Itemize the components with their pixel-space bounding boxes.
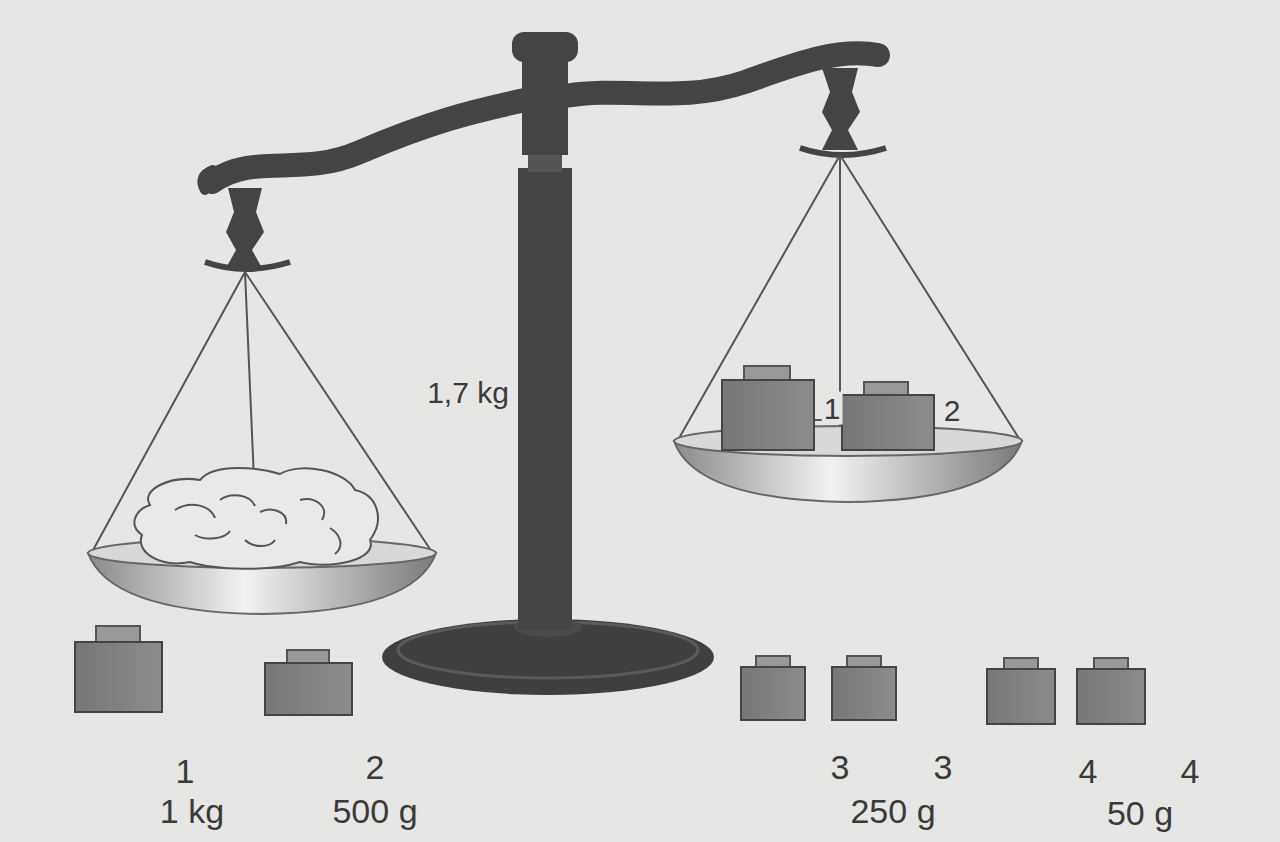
callout-number: 3	[932, 749, 955, 786]
scale-reading: 1,7 kg	[425, 376, 511, 409]
weight-label: 50 g	[1105, 795, 1175, 832]
callout-number: 1	[174, 753, 197, 790]
callout-number: 3	[829, 749, 852, 786]
callout-number: 2	[364, 749, 387, 786]
weight-label: 500 g	[330, 793, 419, 830]
weight-label: 250 g	[848, 793, 937, 830]
callout-number: 4	[1077, 753, 1100, 790]
callout-number: 2	[942, 394, 963, 427]
weight-label: 1 kg	[158, 793, 226, 830]
callout-number: 4	[1179, 753, 1202, 790]
callout-number: 1	[822, 392, 843, 425]
